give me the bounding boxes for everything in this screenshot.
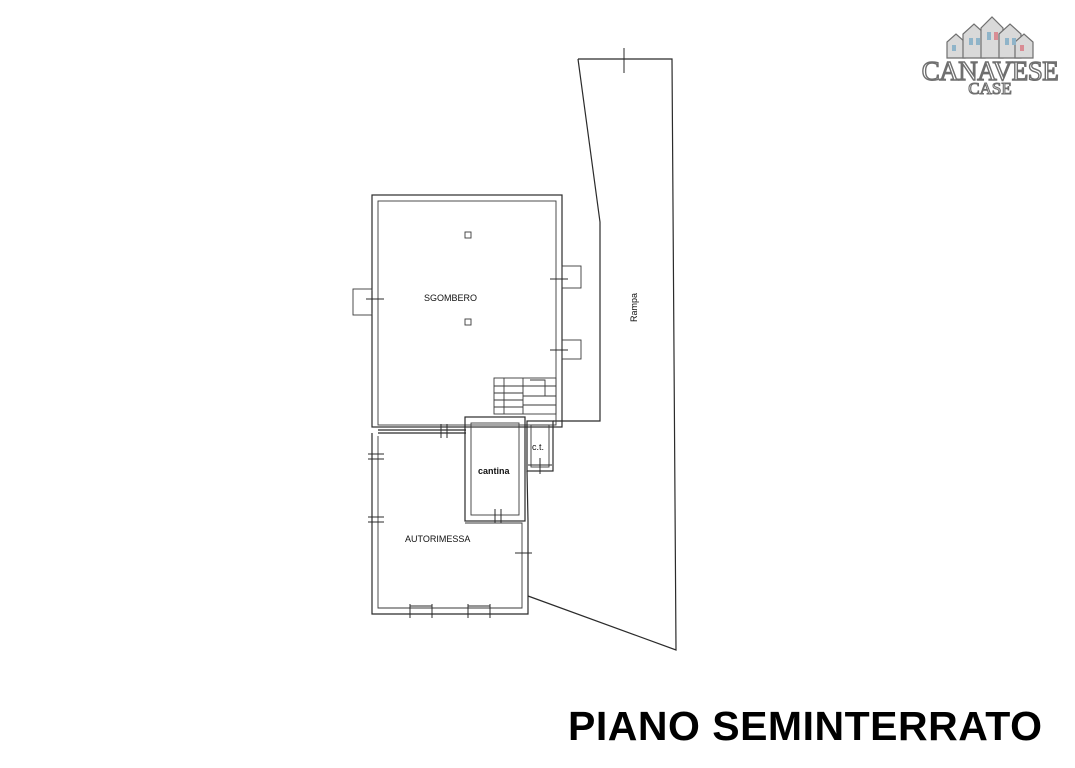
logo: CANAVESE CASE [915, 14, 1065, 100]
autorimessa-label: AUTORIMESSA [405, 534, 470, 544]
cantina-room [464, 416, 526, 523]
floor-title: PIANO SEMINTERRATO [568, 703, 1043, 749]
cantina-label: cantina [478, 466, 511, 476]
logo-name: CANAVESE [921, 56, 1059, 86]
autorimessa-room [368, 433, 532, 618]
sgombero-label: SGOMBERO [424, 293, 477, 303]
houses-icon [946, 16, 1034, 59]
sgombero-room [352, 194, 582, 428]
ct-label: c.t. [532, 442, 544, 452]
ramp-outline [527, 48, 677, 651]
middle-wall [378, 424, 466, 438]
ct-room [526, 420, 554, 474]
logo-subtitle: CASE [968, 79, 1013, 98]
rampa-label: Rampa [629, 293, 639, 322]
